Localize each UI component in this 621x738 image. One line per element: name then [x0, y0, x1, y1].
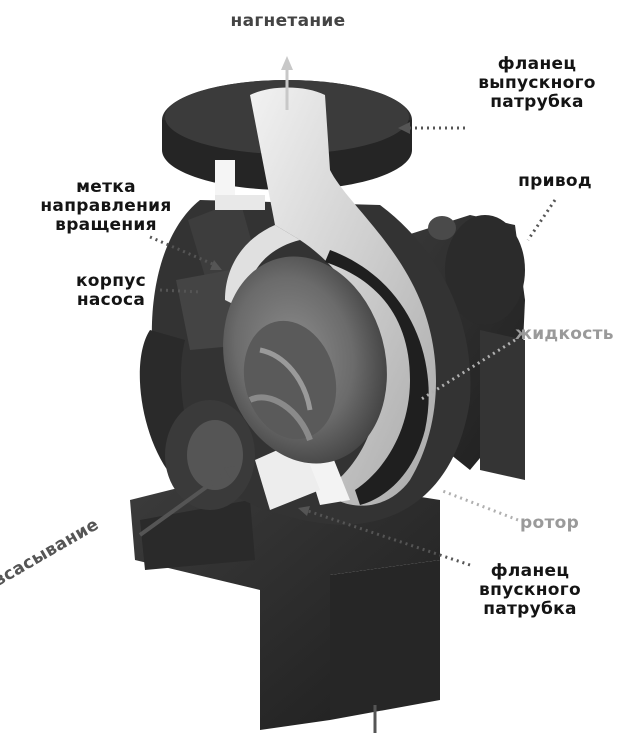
inlet-flange-label: фланец впускного патрубка [455, 562, 605, 619]
inlet-flange-line-1: фланец [455, 562, 605, 581]
pump-casing-label: корпус насоса [66, 272, 156, 310]
rotation-mark-label: метка направления вращения [36, 178, 176, 235]
pump-casing-line-2: насоса [66, 291, 156, 310]
drive-label-text: привод [500, 172, 610, 191]
liquid-label-text: жидкость [515, 325, 619, 344]
inlet-flange-line-2: впускного [455, 581, 605, 600]
rotor-label: ротор [520, 514, 600, 533]
rotation-mark-line-1: метка [36, 178, 176, 197]
inlet-flange-line-3: патрубка [455, 600, 605, 619]
outlet-flange-line-2: выпускного [462, 74, 612, 93]
discharge-label: нагнетание [218, 12, 358, 31]
drive-label: привод [500, 172, 610, 191]
rotor-pointer [440, 490, 518, 520]
outlet-flange-line-1: фланец [462, 55, 612, 74]
pump-casing-line-1: корпус [66, 272, 156, 291]
liquid-label: жидкость [515, 325, 619, 344]
outlet-flange-line-3: патрубка [462, 93, 612, 112]
rotor-label-text: ротор [520, 514, 600, 533]
rotation-mark-line-3: вращения [36, 216, 176, 235]
outlet-flange-label: фланец выпускного патрубка [462, 55, 612, 112]
inlet-pipe [165, 400, 255, 510]
discharge-label-text: нагнетание [218, 12, 358, 31]
drive-pointer [528, 200, 555, 240]
rotation-mark-line-2: направления [36, 197, 176, 216]
